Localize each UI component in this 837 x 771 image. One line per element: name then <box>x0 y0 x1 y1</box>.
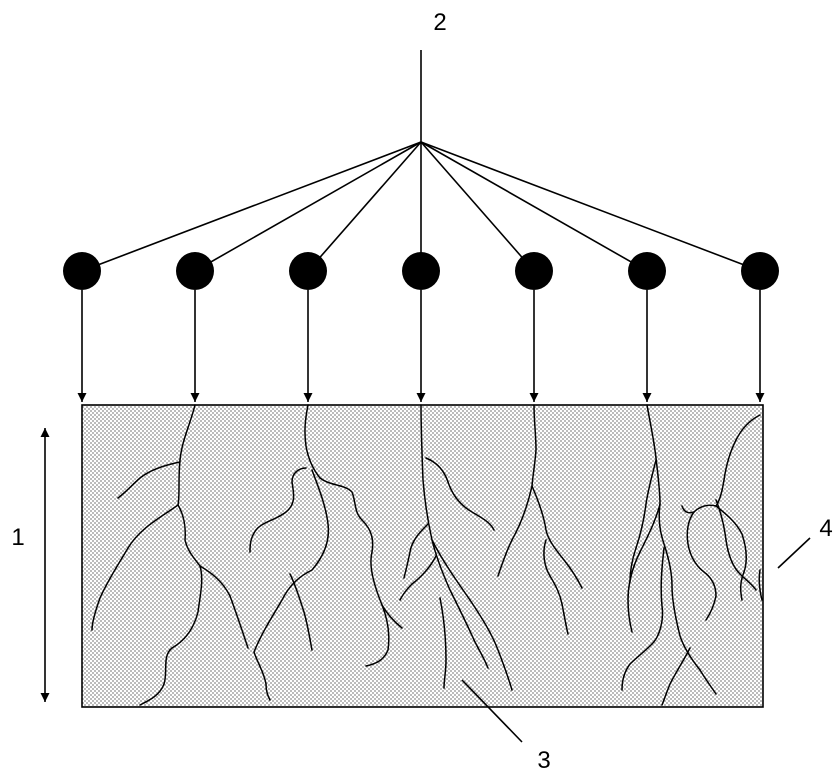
crack-path <box>420 404 489 669</box>
crack-path <box>661 647 691 706</box>
distribution-line <box>420 141 535 272</box>
injector <box>515 252 553 402</box>
crack-path <box>304 404 403 629</box>
crack-path <box>431 539 513 691</box>
crack-path <box>253 469 330 701</box>
crack-path <box>403 523 429 579</box>
injector <box>741 252 779 402</box>
crack-path <box>531 485 583 589</box>
injector <box>289 252 327 402</box>
injector-ball <box>176 252 214 290</box>
crack-path <box>439 597 447 689</box>
injector-ball <box>741 252 779 290</box>
injector-ball <box>515 252 553 290</box>
crack-path <box>621 547 665 691</box>
crack-path <box>117 461 181 499</box>
injector-ball <box>63 252 101 290</box>
crack-path <box>627 503 661 633</box>
injector-ball <box>402 252 440 290</box>
cracks <box>91 404 763 706</box>
injector <box>63 252 101 402</box>
label-source: 2 <box>433 9 446 36</box>
crack-path <box>365 604 390 667</box>
injector-ball <box>289 252 327 290</box>
crack-path <box>681 505 695 514</box>
crack-path <box>758 569 763 601</box>
body-leader-line <box>777 537 811 569</box>
crack-path <box>139 565 203 706</box>
crack-path <box>289 573 313 651</box>
label-crack: 3 <box>537 747 550 771</box>
injector <box>402 252 440 402</box>
distribution-line <box>420 141 761 272</box>
injector <box>176 252 214 402</box>
crack-path <box>646 404 717 695</box>
crack-path <box>543 539 569 635</box>
label-body: 4 <box>819 515 832 542</box>
crack-leader-line <box>461 679 523 743</box>
crack-path <box>399 555 437 601</box>
injectors <box>63 252 779 402</box>
crack-path <box>715 499 757 591</box>
distribution-line <box>81 141 422 272</box>
crack-path <box>91 404 196 631</box>
crack-path <box>715 505 747 601</box>
distribution-line <box>420 141 648 272</box>
distribution-line <box>194 141 422 272</box>
distribution-lines <box>81 141 761 272</box>
injector-ball <box>628 252 666 290</box>
crack-path <box>629 459 657 583</box>
distribution-line <box>307 141 422 272</box>
crack-path <box>249 467 307 553</box>
label-thickness: 1 <box>11 524 24 551</box>
crack-path <box>425 457 495 531</box>
injector <box>628 252 666 402</box>
